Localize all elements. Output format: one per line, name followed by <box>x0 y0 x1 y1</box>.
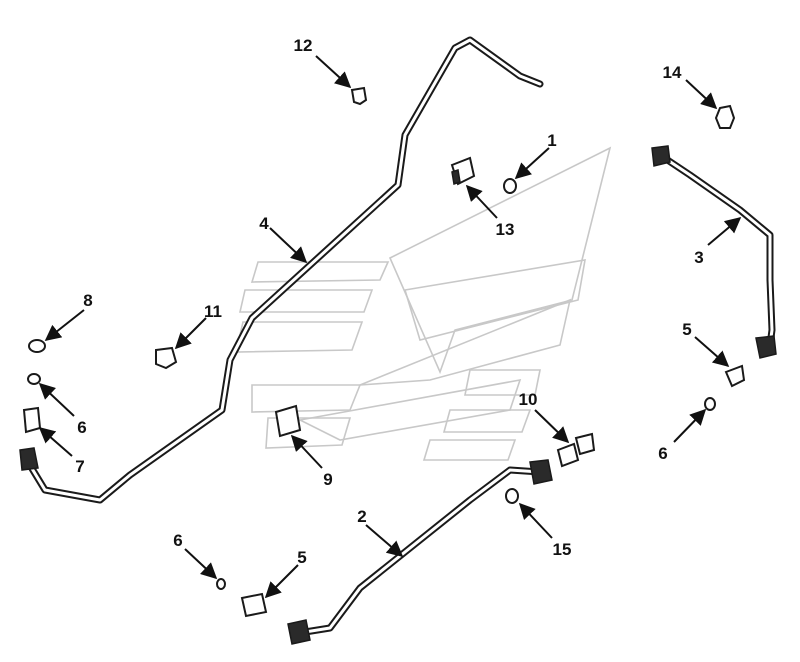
callout-10: 10 <box>519 390 538 409</box>
pipe-2 <box>301 466 544 636</box>
leader-11 <box>174 317 207 350</box>
leader-6b <box>38 382 75 417</box>
callout-6-left: 6 <box>77 418 86 437</box>
part-3-end-fitting <box>651 145 671 167</box>
callout-5-bottom: 5 <box>297 548 306 567</box>
part-1-washer <box>503 178 517 194</box>
part-14-clip <box>714 104 736 129</box>
callout-7: 7 <box>75 457 84 476</box>
callout-8: 8 <box>83 291 92 310</box>
callout-5-right: 5 <box>682 320 691 339</box>
part-12-clip <box>350 86 368 106</box>
part-13-bracket <box>450 156 476 186</box>
callout-labels: 1 2 3 4 5 5 6 6 6 7 8 9 10 11 12 13 14 1… <box>75 36 703 567</box>
leader-7 <box>38 426 73 457</box>
leader-lines <box>38 55 742 599</box>
leader-1 <box>514 147 550 180</box>
leader-6a <box>184 548 218 580</box>
leader-4 <box>269 227 308 264</box>
leader-5b <box>264 564 299 599</box>
callout-11: 11 <box>204 302 222 321</box>
callout-14: 14 <box>663 63 682 82</box>
leader-2 <box>365 524 404 558</box>
leader-13 <box>465 184 498 219</box>
callout-3: 3 <box>694 248 703 267</box>
callout-15: 15 <box>553 540 572 559</box>
part-11-clip <box>155 346 178 370</box>
part-7-fitting <box>19 406 42 471</box>
leader-15 <box>518 502 553 539</box>
leader-12 <box>315 55 352 89</box>
leader-8 <box>44 309 85 341</box>
leader-10 <box>534 409 570 444</box>
part-6-washer-bottom <box>216 578 226 590</box>
leader-14 <box>685 79 718 110</box>
pipe-3 <box>656 151 776 349</box>
callout-13: 13 <box>496 220 515 239</box>
part-6-washer-right <box>704 397 716 411</box>
callout-9: 9 <box>323 470 332 489</box>
callout-2: 2 <box>357 507 366 526</box>
part-10-fitting <box>556 432 596 468</box>
leader-5a <box>694 336 730 368</box>
leader-3 <box>707 216 742 246</box>
callout-4: 4 <box>259 214 269 233</box>
callout-1: 1 <box>547 131 556 150</box>
part-6-washer-left <box>27 373 41 385</box>
leader-6c <box>673 408 707 443</box>
leader-9 <box>290 434 323 469</box>
part-5-fitting-bottom <box>240 592 311 645</box>
callout-6-bottom: 6 <box>173 531 182 550</box>
callout-6-right: 6 <box>658 444 667 463</box>
part-2-end-fitting <box>529 459 553 485</box>
part-8-o-ring <box>28 339 46 353</box>
pipe-4 <box>24 36 544 504</box>
part-9-bracket <box>274 404 302 438</box>
part-5-fitting-right <box>724 335 777 388</box>
callout-12: 12 <box>294 36 313 55</box>
part-15-washer <box>505 488 519 504</box>
watermark-logo <box>234 146 612 461</box>
